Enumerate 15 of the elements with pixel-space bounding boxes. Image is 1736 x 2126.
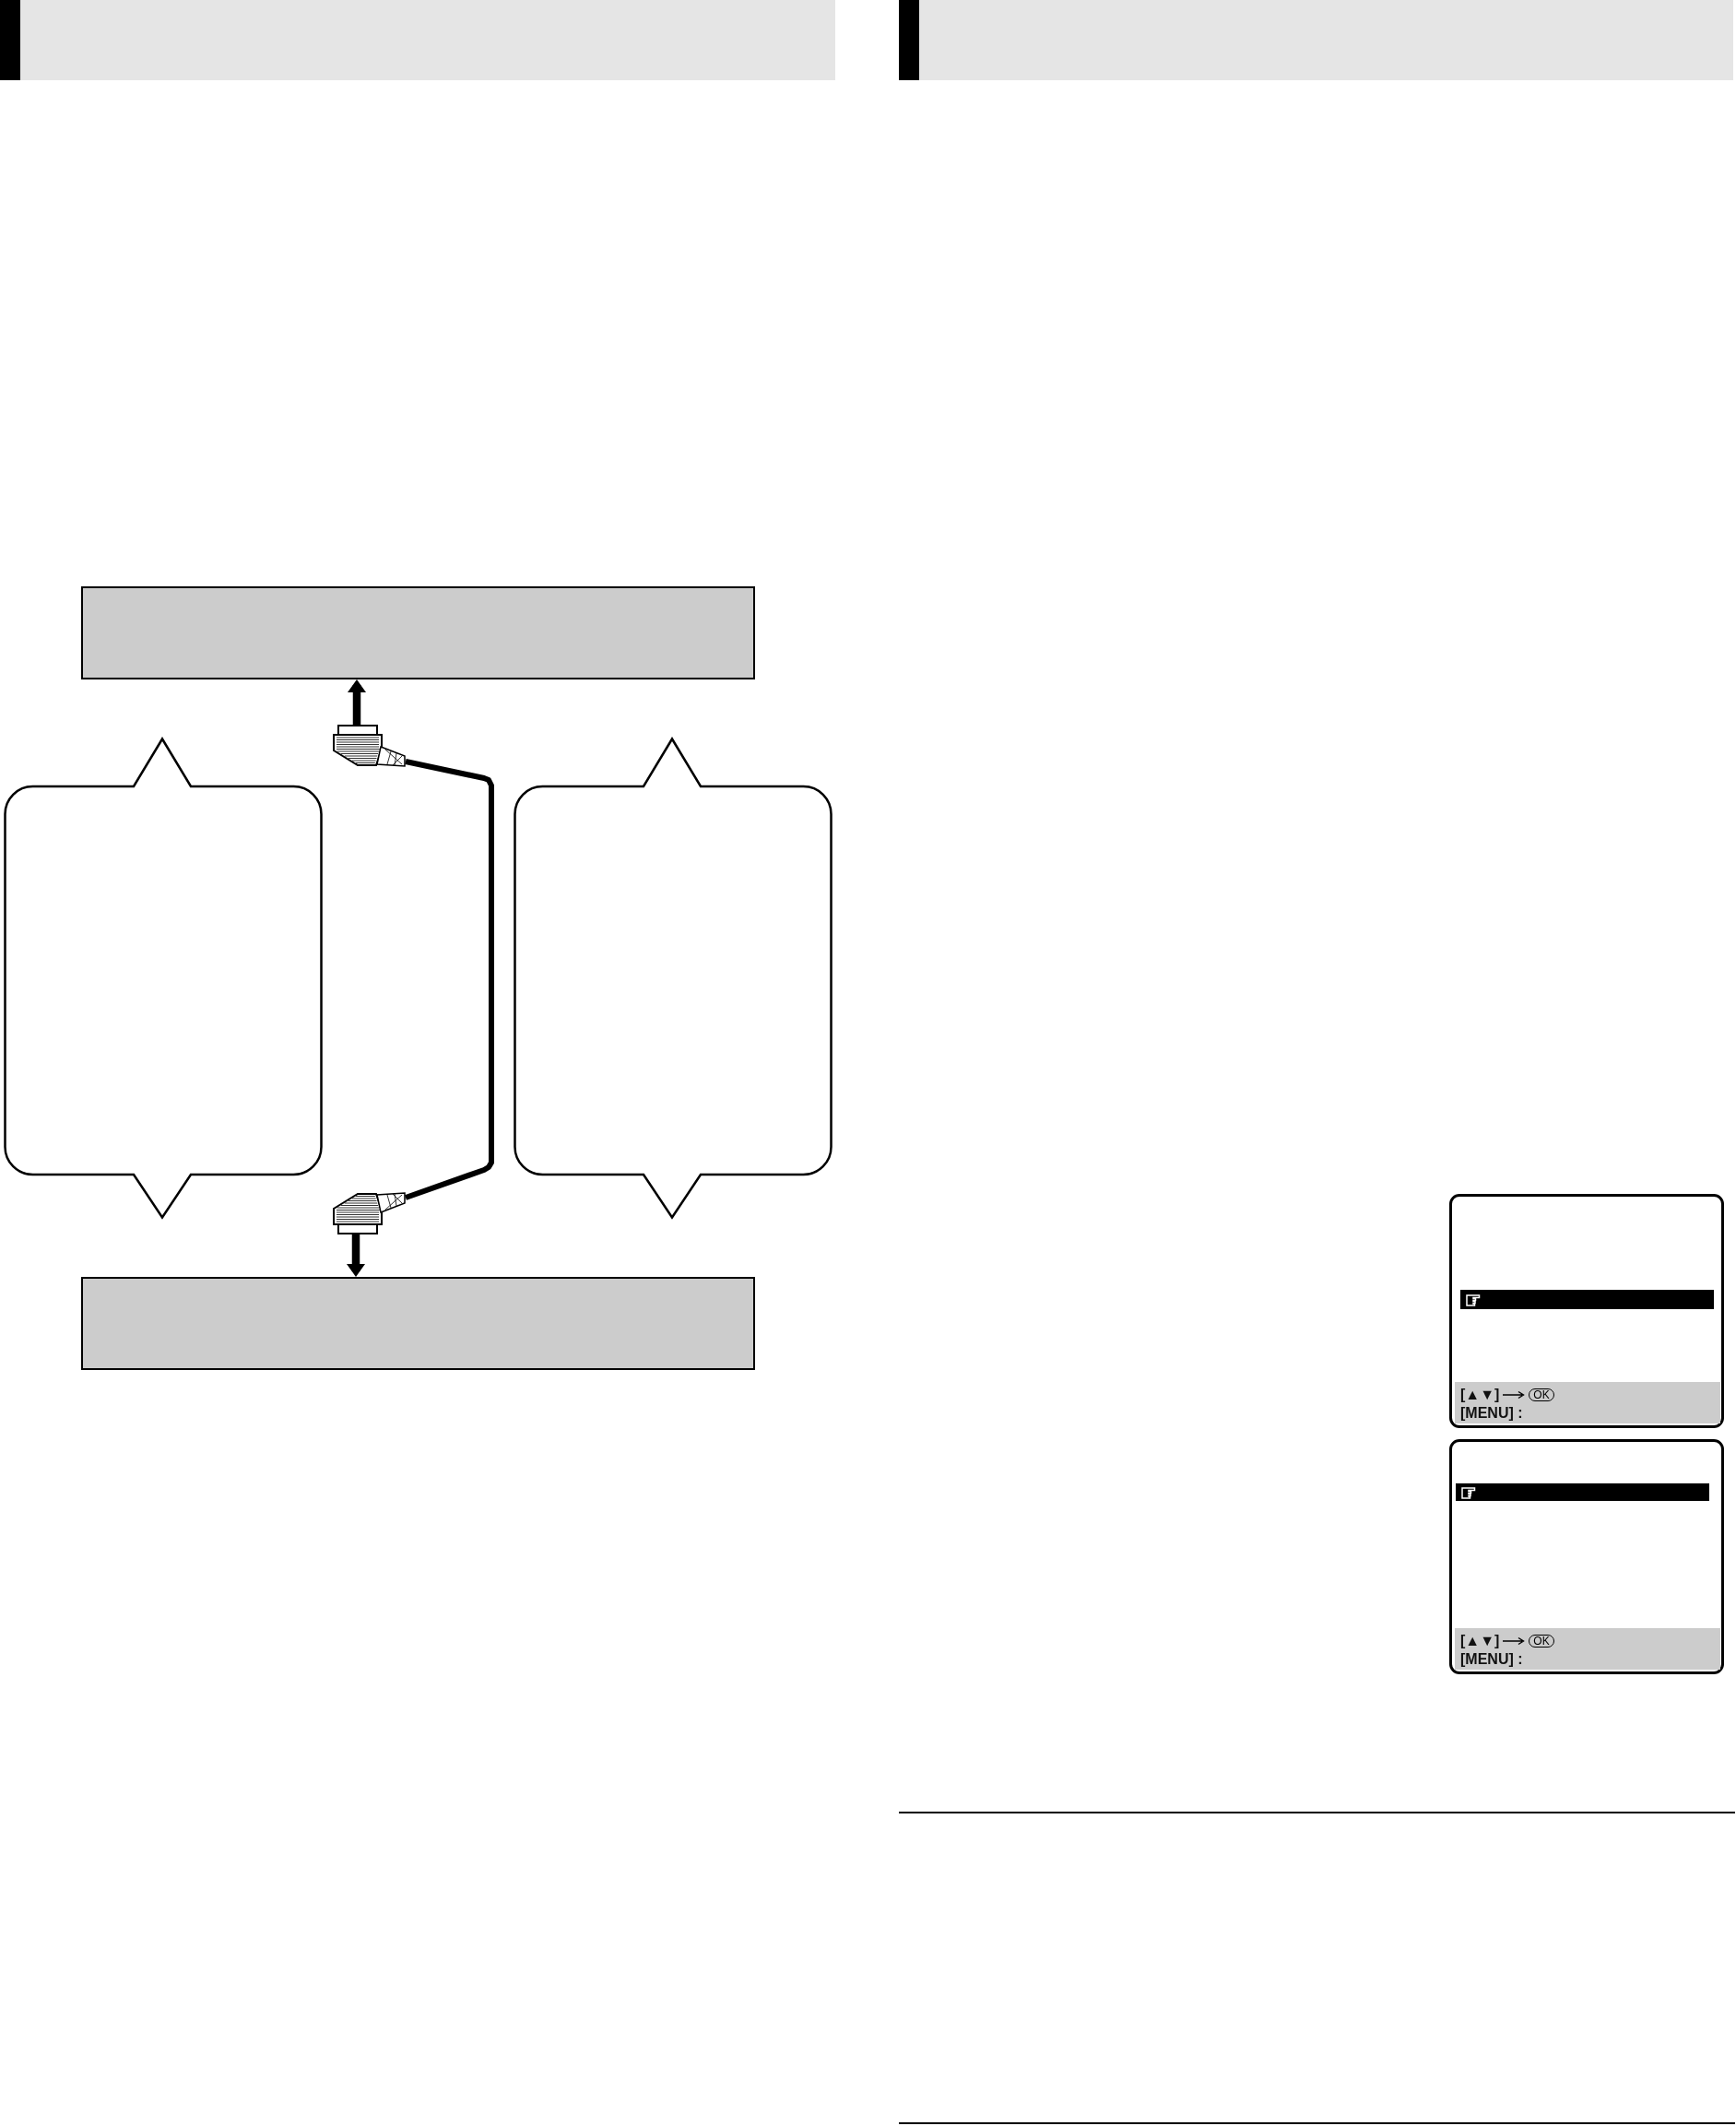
shaded-panel [81, 1277, 755, 1370]
arrow [348, 679, 366, 725]
key-label: [MENU] : [1460, 1650, 1523, 1668]
speech-bubble [514, 738, 833, 1219]
menu-screen [1449, 1194, 1724, 1428]
shaded-panel [81, 586, 755, 679]
scart-plug-drawing [332, 725, 406, 769]
menu-screen [1449, 1439, 1724, 1674]
speech-bubble [4, 738, 323, 1219]
scart-plug-drawing [332, 1190, 406, 1234]
arrow [347, 1234, 365, 1277]
key-label: [▲▼] [1460, 1632, 1500, 1649]
key-label: [MENU] : [1460, 1404, 1523, 1422]
cable [405, 759, 494, 1200]
key-label: [▲▼] [1460, 1386, 1500, 1403]
